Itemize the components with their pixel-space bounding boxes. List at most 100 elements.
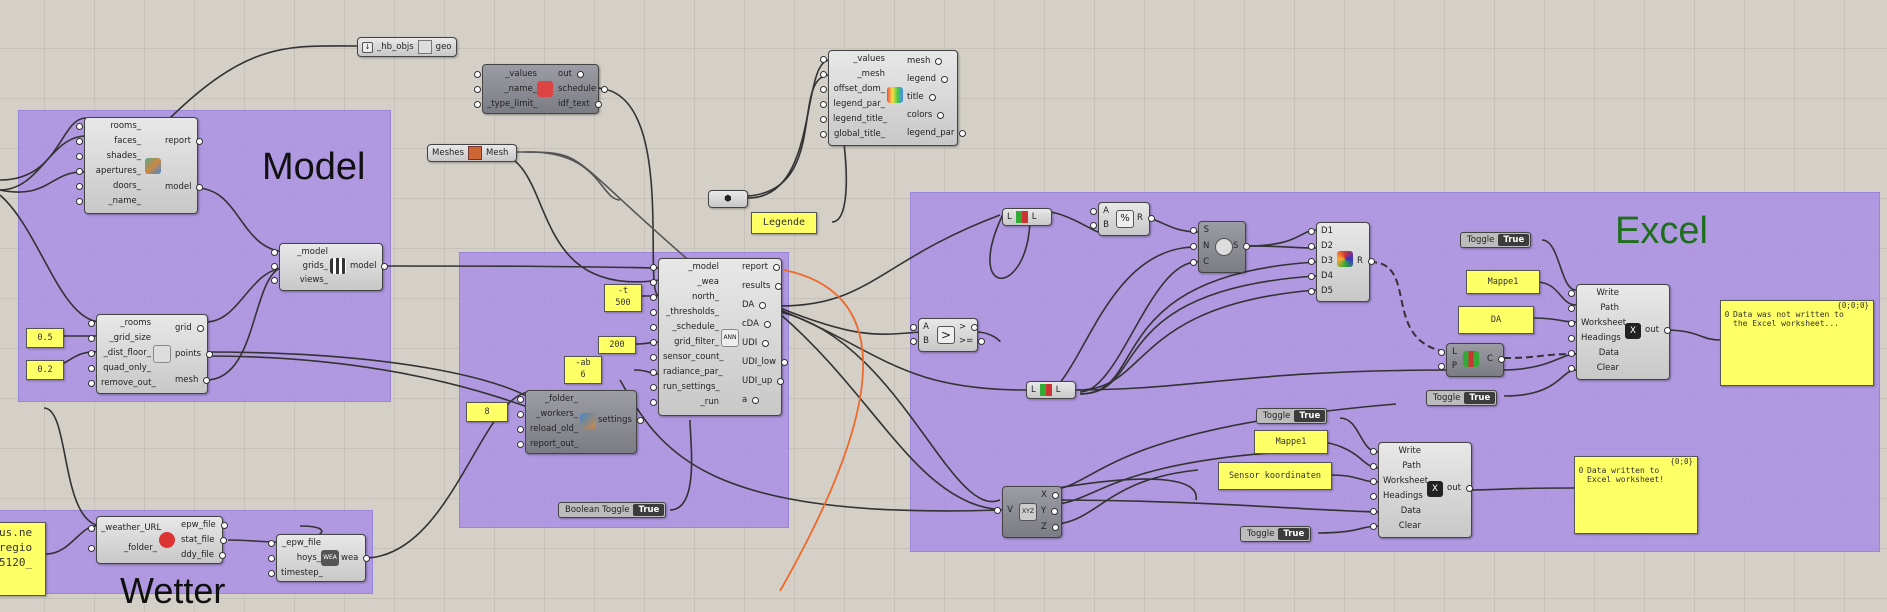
output-c[interactable]: C (1487, 354, 1505, 364)
panel-output-a[interactable]: {0;0;0} 0 Data was not written to the Ex… (1720, 300, 1874, 386)
input-folder[interactable]: _folder_ (88, 543, 157, 553)
expand-icon[interactable]: ↓ (362, 41, 373, 53)
component-legend[interactable]: _values _mesh offset_dom_ legend_par_ le… (820, 50, 967, 146)
input-c[interactable]: C (1190, 257, 1209, 267)
input-values[interactable]: _values (820, 54, 885, 64)
output-s[interactable]: S (1233, 241, 1252, 251)
output-mesh[interactable]: mesh (907, 56, 943, 66)
component-weather-url[interactable]: _weather_URL _folder_ epw_file stat_file… (88, 516, 228, 564)
component-meshes[interactable]: Meshes Mesh (427, 144, 517, 162)
input-s[interactable]: S (1190, 225, 1209, 235)
output-ddy-file[interactable]: ddy_file (181, 550, 227, 560)
component-cull[interactable]: L P C (1438, 343, 1505, 377)
component-gen-grid[interactable]: _rooms _grid_size _dist_floor_ quad_only… (88, 314, 214, 394)
output-title[interactable]: title (907, 92, 935, 102)
panel-grid-size[interactable]: 0.5 (26, 328, 64, 348)
output-udi-up[interactable]: UDI_up (742, 376, 785, 386)
input-v[interactable]: V (994, 505, 1013, 515)
output-settings[interactable]: settings (598, 415, 644, 425)
input-rooms[interactable]: _rooms (88, 318, 151, 328)
output-legend[interactable]: legend (907, 74, 948, 84)
output-cda[interactable]: cDA (742, 319, 771, 329)
input-data[interactable]: Data (1568, 348, 1619, 358)
input-path[interactable]: Path (1568, 303, 1619, 313)
panel-output-b[interactable]: {0;0} 0 Data written to Excel worksheet! (1574, 456, 1698, 534)
output-r[interactable]: R (1137, 213, 1155, 223)
input-headings[interactable]: Headings (1568, 333, 1621, 343)
output-r[interactable]: R (1357, 256, 1375, 266)
input-offset-dom[interactable]: offset_dom_ (820, 84, 885, 94)
output-greater[interactable]: > (959, 322, 979, 332)
output-schedule[interactable]: schedule (558, 84, 609, 94)
input-report-out[interactable]: report_out_ (517, 439, 579, 449)
input-data[interactable]: Data (1370, 506, 1421, 516)
toggle-value[interactable]: True (1294, 410, 1326, 422)
input-run[interactable]: _run (650, 397, 719, 407)
input-a[interactable]: A (910, 322, 929, 332)
component-excel-writer-b[interactable]: Write Path Worksheet Headings Data Clear… (1370, 442, 1473, 538)
panel-dist-floor[interactable]: 0.2 (26, 360, 64, 380)
output-colors[interactable]: colors (907, 110, 945, 120)
input-thresholds[interactable]: _thresholds_ (650, 307, 719, 317)
component-compare[interactable]: A B > > >= (910, 318, 986, 352)
input-type-limit[interactable]: _type_limit_ (474, 99, 538, 109)
component-schedule[interactable]: _values _name_ _type_limit_ out schedule… (474, 64, 609, 114)
panel-sensor-count[interactable]: 200 (598, 336, 636, 354)
input-d4[interactable]: D4 (1308, 271, 1333, 281)
input-rooms[interactable]: rooms_ (76, 121, 141, 131)
input-doors[interactable]: doors_ (76, 181, 141, 191)
input-quad-only[interactable]: quad_only_ (88, 363, 151, 373)
panel-workers[interactable]: 8 (466, 402, 508, 422)
input-shades[interactable]: shades_ (76, 151, 141, 161)
input-dist-floor[interactable]: _dist_floor_ (88, 348, 151, 358)
boolean-toggle-run[interactable]: Boolean Toggle True (558, 502, 667, 518)
input-path[interactable]: Path (1370, 461, 1421, 471)
output-wea[interactable]: wea (341, 553, 372, 563)
input-worksheet[interactable]: Worksheet (1370, 476, 1429, 486)
toggle-clear-b[interactable]: Toggle True (1240, 526, 1312, 542)
output-a[interactable]: a (742, 395, 760, 405)
output-legend-par[interactable]: legend_par (907, 128, 967, 138)
output-results[interactable]: results (742, 281, 784, 291)
input-d3[interactable]: D3 (1308, 256, 1333, 266)
input-folder[interactable]: _folder_ (517, 394, 578, 404)
input-reload-old[interactable]: reload_old_ (517, 424, 579, 434)
toggle-clear-a[interactable]: Toggle True (1426, 390, 1498, 406)
panel-headings-sensor[interactable]: Sensor koordinaten (1218, 462, 1332, 490)
input-run-settings[interactable]: run_settings_ (650, 382, 720, 392)
output-greater-equal[interactable]: >= (959, 336, 986, 346)
input-headings[interactable]: Headings (1370, 491, 1423, 501)
toggle-value[interactable]: True (1278, 528, 1310, 540)
input-weather-url[interactable]: _weather_URL (88, 523, 162, 533)
input-timestep[interactable]: timestep_ (268, 568, 323, 578)
output-points[interactable]: points (175, 349, 214, 359)
output-udi[interactable]: UDI (742, 338, 770, 348)
input-write[interactable]: Write (1370, 446, 1421, 456)
input-clear[interactable]: Clear (1568, 363, 1619, 373)
input-sensor-count[interactable]: sensor_count_ (650, 352, 724, 362)
input-mesh[interactable]: _mesh (820, 69, 885, 79)
toggle-write-b[interactable]: Toggle True (1256, 408, 1328, 424)
input-schedule[interactable]: _schedule_ (650, 322, 719, 332)
input-views[interactable]: views_ (271, 275, 328, 285)
output-idf-text[interactable]: idf_text (558, 99, 602, 109)
input-name[interactable]: _name_ (474, 84, 537, 94)
component-room[interactable]: rooms_ faces_ shades_ apertures_ doors_ … (76, 117, 205, 214)
output-model[interactable]: model (350, 261, 390, 271)
input-n[interactable]: N (1190, 241, 1210, 251)
input-name[interactable]: _name_ (76, 196, 141, 206)
input-clear[interactable]: Clear (1370, 521, 1421, 531)
input-wea[interactable]: _wea (650, 277, 719, 287)
output-z[interactable]: Z (1041, 522, 1059, 532)
input-worksheet[interactable]: Worksheet (1568, 318, 1627, 328)
input-d1[interactable]: D1 (1308, 226, 1333, 236)
output-report[interactable]: report (742, 262, 780, 272)
input-a[interactable]: A (1090, 206, 1109, 216)
input-radiance-par[interactable]: radiance_par_ (650, 367, 723, 377)
component-d-merge[interactable]: D1 D2 D3 D4 D5 R (1308, 222, 1375, 302)
input-values[interactable]: _values (474, 69, 537, 79)
component-snc[interactable]: S N C S (1190, 221, 1252, 273)
output-out[interactable]: out (558, 69, 584, 79)
component-list-item-a[interactable]: L L (1002, 208, 1052, 226)
component-model-grids[interactable]: _model grids_ views_ model (271, 243, 390, 291)
